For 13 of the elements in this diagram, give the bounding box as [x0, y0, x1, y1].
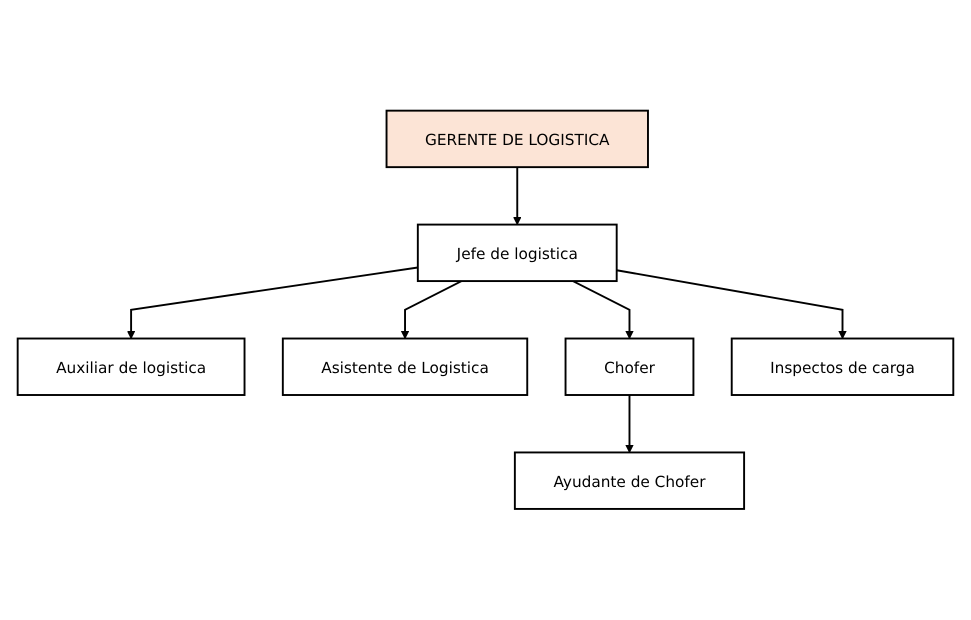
node-box: Jefe de logistica	[416, 224, 618, 282]
node-box: Asistente de Logistica	[282, 338, 528, 396]
node-box: Auxiliar de logistica	[16, 338, 246, 396]
node-box: Chofer	[564, 338, 694, 396]
arrow	[513, 167, 522, 226]
node-box: Inspectos de carga	[730, 338, 954, 396]
arrow	[400, 280, 462, 340]
arrow	[572, 280, 634, 340]
node-box: GERENTE DE LOGISTICA	[386, 110, 649, 168]
arrow	[126, 266, 418, 340]
arrow	[625, 395, 634, 454]
node-box: Ayudante de Chofer	[514, 452, 746, 510]
arrow	[616, 270, 847, 340]
